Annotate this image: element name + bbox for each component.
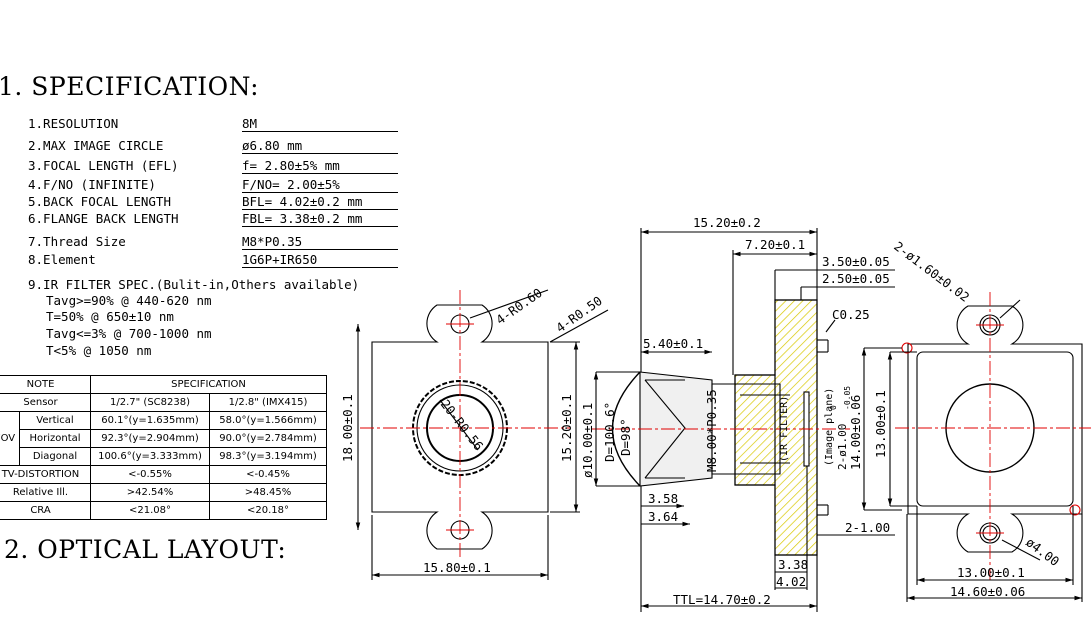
side-view bbox=[592, 228, 895, 612]
dim-side-100: 2-1.00 bbox=[845, 520, 890, 535]
ir-filter-line: T<5% @ 1050 nm bbox=[46, 343, 152, 358]
dim-side-350: 3.50±0.05 bbox=[822, 254, 890, 269]
ir-filter-label: (IR FILTER) bbox=[779, 396, 790, 462]
spec-label: 5.BACK FOCAL LENGTH bbox=[28, 194, 171, 209]
table-cell: <20.18° bbox=[209, 501, 327, 520]
dim-side-250: 2.50±0.05 bbox=[822, 271, 890, 286]
dim-back-1300h: 13.00±0.1 bbox=[957, 565, 1025, 580]
dim-chamfer: C0.25 bbox=[832, 307, 870, 322]
ir-filter-line: Tavg>=90% @ 440-620 nm bbox=[46, 293, 212, 308]
dim-front-inner-height: 15.20±0.1 bbox=[559, 394, 574, 462]
front-centerlines bbox=[360, 290, 570, 560]
dim-back-1300v: 13.00±0.1 bbox=[873, 390, 888, 458]
dim-front-height: 18.00±0.1 bbox=[340, 394, 355, 462]
ir-filter-line: Tavg<=3% @ 700-1000 nm bbox=[46, 326, 212, 341]
spec-label: 7.Thread Size bbox=[28, 234, 126, 249]
dim-back-dia4: ø4.00 bbox=[1023, 534, 1062, 569]
ir-filter-line: T=50% @ 650±10 nm bbox=[46, 309, 174, 324]
spec-value: M8*P0.35 bbox=[242, 234, 398, 250]
dim-thread: M8.00*P0.35 bbox=[704, 389, 719, 472]
dim-side-338: 3.38 bbox=[778, 557, 808, 572]
spec-label: 2.MAX IMAGE CIRCLE bbox=[28, 138, 164, 153]
spec-value: f= 2.80±5% mm bbox=[242, 158, 398, 174]
dim-side-364: 3.64 bbox=[648, 509, 678, 524]
table-row: CRA <21.08° <20.18° bbox=[0, 501, 327, 520]
dim-side-358: 3.58 bbox=[648, 491, 678, 506]
spec-value: ø6.80 mm bbox=[242, 138, 398, 154]
dim-ttl: TTL=14.70±0.2 bbox=[673, 592, 771, 607]
dim-hole-radius-1: 4-R0.60 bbox=[493, 285, 545, 328]
dim-back-1460: 14.60±0.06 bbox=[950, 584, 1025, 599]
dim-side-total: 15.20±0.2 bbox=[693, 215, 761, 230]
dim-hole-tol: 2-ø1.00 bbox=[836, 424, 849, 470]
spec-value: BFL= 4.02±0.2 mm bbox=[242, 194, 398, 210]
dim-tol-down: -0.05 bbox=[843, 386, 852, 410]
dim-side-402: 4.02 bbox=[776, 574, 806, 589]
specification-heading: 1. SPECIFICATION: bbox=[0, 72, 259, 101]
dim-back-1400: 14.00±0.06 bbox=[848, 395, 863, 470]
back-view bbox=[861, 292, 1091, 602]
ir-filter-title: 9.IR FILTER SPEC.(Bulit-in,Others availa… bbox=[28, 277, 360, 292]
dim-side-720: 7.20±0.1 bbox=[745, 237, 805, 252]
table-row: TV-DISTORTION <-0.55% <-0.45% bbox=[0, 465, 327, 484]
dim-fov-d2: D=98° bbox=[618, 418, 633, 456]
dim-fov-d: D=100.6° bbox=[602, 402, 617, 462]
spec-label: 1.RESOLUTION bbox=[28, 116, 119, 131]
table-row: Sensor 1/2.7" (SC8238) 1/2.8" (IMX415) bbox=[0, 393, 327, 412]
lens-front-element bbox=[611, 371, 641, 487]
dim-side-540: 5.40±0.1 bbox=[643, 336, 703, 351]
dim-front-width: 15.80±0.1 bbox=[423, 560, 491, 575]
spec-label: 6.FLANGE BACK LENGTH bbox=[28, 211, 179, 226]
front-holder-outline bbox=[371, 304, 549, 550]
dim-dia-10: ø10.00±0.1 bbox=[580, 403, 595, 478]
specification-table: NOTE SPECIFICATION Sensor 1/2.7" (SC8238… bbox=[0, 375, 327, 520]
dim-gear-radius: 20-R0.56 bbox=[438, 397, 487, 454]
back-holder-outline bbox=[907, 305, 1083, 553]
spec-label: 4.F/NO (INFINITE) bbox=[28, 177, 156, 192]
spec-value: 1G6P+IR650 bbox=[242, 252, 398, 268]
spec-value: F/NO= 2.00±5% bbox=[242, 177, 398, 193]
spec-value: FBL= 3.38±0.2 mm bbox=[242, 211, 398, 227]
dim-back-hole: 2-ø1.60±0.02 bbox=[891, 238, 972, 304]
spec-label: 8.Element bbox=[28, 252, 96, 267]
table-cell: <21.08° bbox=[90, 501, 210, 520]
front-view bbox=[355, 289, 609, 580]
optical-layout-heading: 2. OPTICAL LAYOUT: bbox=[4, 535, 287, 564]
dim-tol-up: 0 bbox=[829, 405, 838, 410]
image-plane-label: (Image plane) bbox=[824, 388, 835, 466]
spec-value: 8M bbox=[242, 116, 398, 132]
spec-label: 3.FOCAL LENGTH (EFL) bbox=[28, 158, 179, 173]
lens-barrel bbox=[639, 371, 713, 487]
back-centerlines bbox=[895, 292, 1091, 580]
dim-hole-radius-2: 4-R0.50 bbox=[553, 293, 605, 336]
